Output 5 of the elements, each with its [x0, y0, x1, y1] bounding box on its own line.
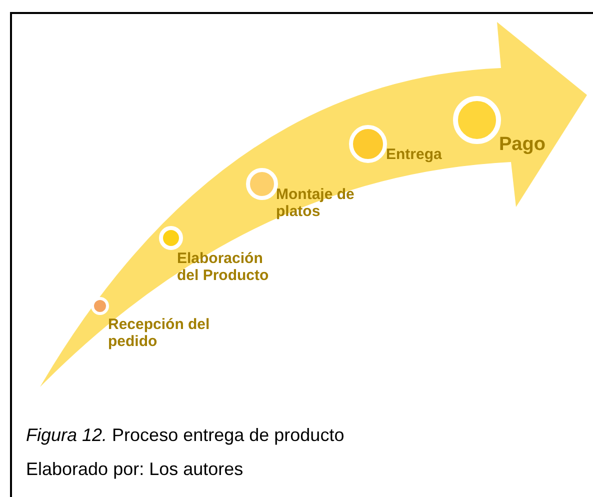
credit-note: Elaborado por: Los autores [26, 459, 244, 480]
step-label: Pago [499, 136, 546, 153]
step-label: Recepción del pedido [108, 316, 211, 350]
figure-caption: Figura 12. Proceso entrega de producto [26, 425, 344, 446]
step-label: Entrega [386, 146, 443, 163]
